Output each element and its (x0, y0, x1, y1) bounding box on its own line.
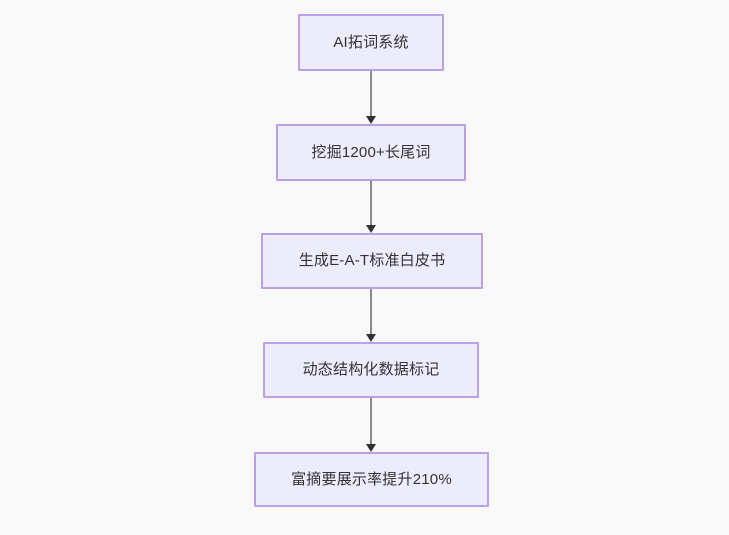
flow-edge-1-2-arrowhead (366, 116, 376, 124)
flow-node-2-label: 挖掘1200+长尾词 (311, 143, 431, 161)
flow-edge-1-2-line (370, 71, 372, 116)
flow-edge-4-5-arrowhead (366, 444, 376, 452)
flow-node-1[interactable]: AI拓词系统 (298, 14, 444, 71)
flow-node-4-label: 动态结构化数据标记 (302, 361, 440, 378)
flow-edge-4-5-line (370, 398, 372, 444)
flow-node-4[interactable]: 动态结构化数据标记 (263, 342, 479, 398)
flow-edge-2-3-arrowhead (366, 225, 376, 233)
flow-node-1-label: AI拓词系统 (333, 33, 409, 51)
flow-node-2[interactable]: 挖掘1200+长尾词 (276, 124, 466, 181)
flow-edge-2-3-line (370, 181, 372, 225)
flow-node-5[interactable]: 富摘要展示率提升210% (254, 452, 489, 507)
flow-edge-3-4-line (370, 289, 372, 334)
flow-node-3[interactable]: 生成E-A-T标准白皮书 (261, 233, 483, 289)
flow-edge-3-4-arrowhead (366, 334, 376, 342)
flow-node-5-label: 富摘要展示率提升210% (291, 470, 452, 488)
flow-node-3-label: 生成E-A-T标准白皮书 (298, 252, 446, 269)
